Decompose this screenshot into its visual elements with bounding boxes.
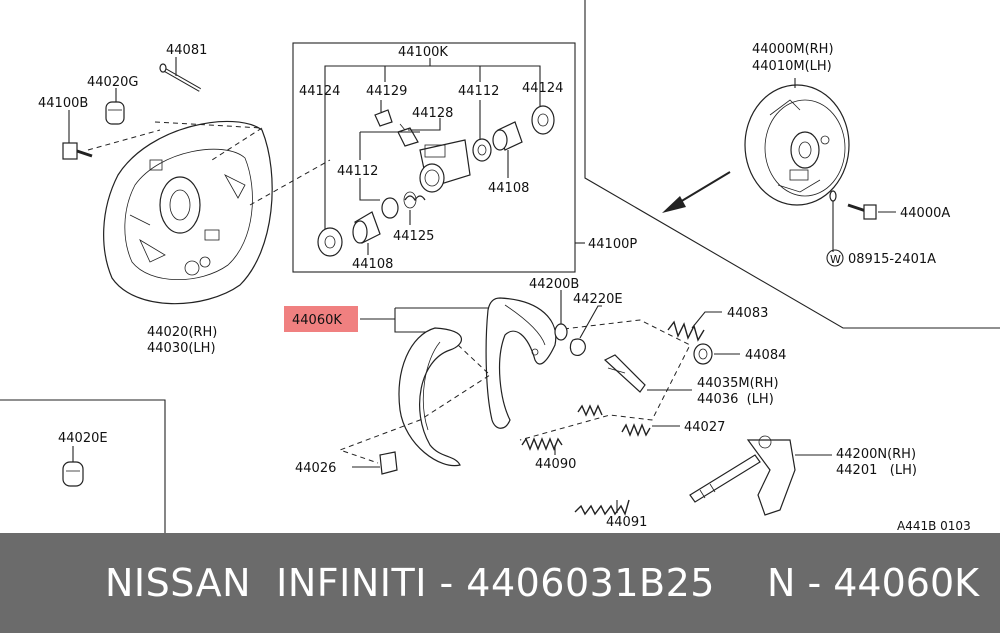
label-44091: 44091 (606, 515, 647, 530)
bolt-44081-part (159, 63, 201, 92)
label-44124-left: 44124 (299, 84, 340, 99)
label-44108-right: 44108 (488, 181, 529, 196)
label-44200N: 44200N(RH) (836, 447, 916, 462)
label-44000M: 44000M(RH) (752, 42, 834, 57)
label-44036: 44036 (LH) (697, 392, 774, 407)
label-44084: 44084 (745, 348, 786, 363)
spring-44027-part (577, 404, 651, 437)
label-44027: 44027 (684, 420, 725, 435)
label-44108-left: 44108 (352, 257, 393, 272)
label-44128: 44128 (412, 106, 453, 121)
footer-reference: N - 44060K (766, 561, 980, 605)
brake-shoe-right-part (485, 297, 557, 429)
brake-assembly-part (744, 84, 850, 206)
label-44201: 44201 (LH) (836, 463, 917, 478)
spring-44125-part (403, 191, 426, 209)
label-44030: 44030(LH) (147, 341, 216, 356)
cup-44084-part (693, 343, 713, 365)
label-44020G: 44020G (87, 75, 138, 90)
cup-44124-right-part (531, 105, 555, 135)
clip-44026-part (379, 451, 398, 475)
piston-44112-right-part (472, 138, 492, 162)
bolt-44100B-part (62, 142, 93, 160)
spring-44091-part (574, 499, 630, 516)
adjuster-44200N-part (689, 435, 796, 516)
spring-44090-part (521, 437, 563, 451)
direction-arrow-icon (662, 171, 731, 213)
label-44100P: 44100P (588, 237, 637, 252)
label-44081: 44081 (166, 43, 207, 58)
label-44112-right: 44112 (458, 84, 499, 99)
label-44000A: 44000A (900, 206, 950, 221)
label-44083: 44083 (727, 306, 768, 321)
label-44200B: 44200B (529, 277, 579, 292)
part-number-footer: NISSAN INFINITI - 4406031B25 N - 44060K (0, 533, 1000, 633)
label-44020E: 44020E (58, 431, 108, 446)
washer-44200B-part (554, 323, 568, 341)
boot-44108-right-part (492, 121, 523, 151)
shoe-assembly-frame (584, 0, 1000, 329)
diagram-code: A441B 0103 (897, 519, 971, 533)
label-44026: 44026 (295, 461, 336, 476)
bleeder-cap-44129-part (374, 109, 393, 127)
highlighted-part-label (284, 306, 358, 332)
spring-44083-part (667, 320, 705, 342)
exploded-parts-diagram: 44081 44020G 44100B 44100K 44124 44129 4… (0, 0, 1000, 533)
label-44129: 44129 (366, 84, 407, 99)
grommet-44020E-part (62, 461, 84, 487)
label-08915: 08915-2401A (848, 252, 936, 267)
bleeder-screw-44128-part (397, 123, 419, 147)
label-44090: 44090 (535, 457, 576, 472)
grommet-inset-frame (0, 399, 166, 533)
cup-44124-left-part (317, 227, 343, 257)
label-44220E: 44220E (573, 292, 623, 307)
label-44100K: 44100K (398, 45, 448, 60)
label-washer-prefix: W (830, 253, 841, 266)
label-44010M: 44010M(LH) (752, 59, 832, 74)
wheel-cylinder-kit-box (292, 42, 576, 273)
wheel-cylinder-body-part (419, 139, 471, 193)
label-44125: 44125 (393, 229, 434, 244)
bolt-44000A-part (847, 203, 877, 220)
boot-44108-left-part (352, 211, 381, 244)
lever-44035M-part (603, 354, 646, 393)
piston-44112-left-part (381, 197, 399, 219)
label-44035M: 44035M(RH) (697, 376, 779, 391)
label-44100B: 44100B (38, 96, 88, 111)
label-44020: 44020(RH) (147, 325, 217, 340)
label-44060K: 44060K (292, 313, 342, 328)
footer-part-number: NISSAN INFINITI - 4406031B25 (105, 561, 715, 605)
backing-plate-part (103, 120, 273, 305)
brake-shoe-left-part (398, 327, 463, 467)
label-44124-right: 44124 (522, 81, 563, 96)
retainer-44220E-part (569, 338, 586, 357)
washer-08915-part (829, 190, 837, 202)
grommet-44020G-part (105, 101, 125, 125)
label-44112-left: 44112 (337, 164, 378, 179)
